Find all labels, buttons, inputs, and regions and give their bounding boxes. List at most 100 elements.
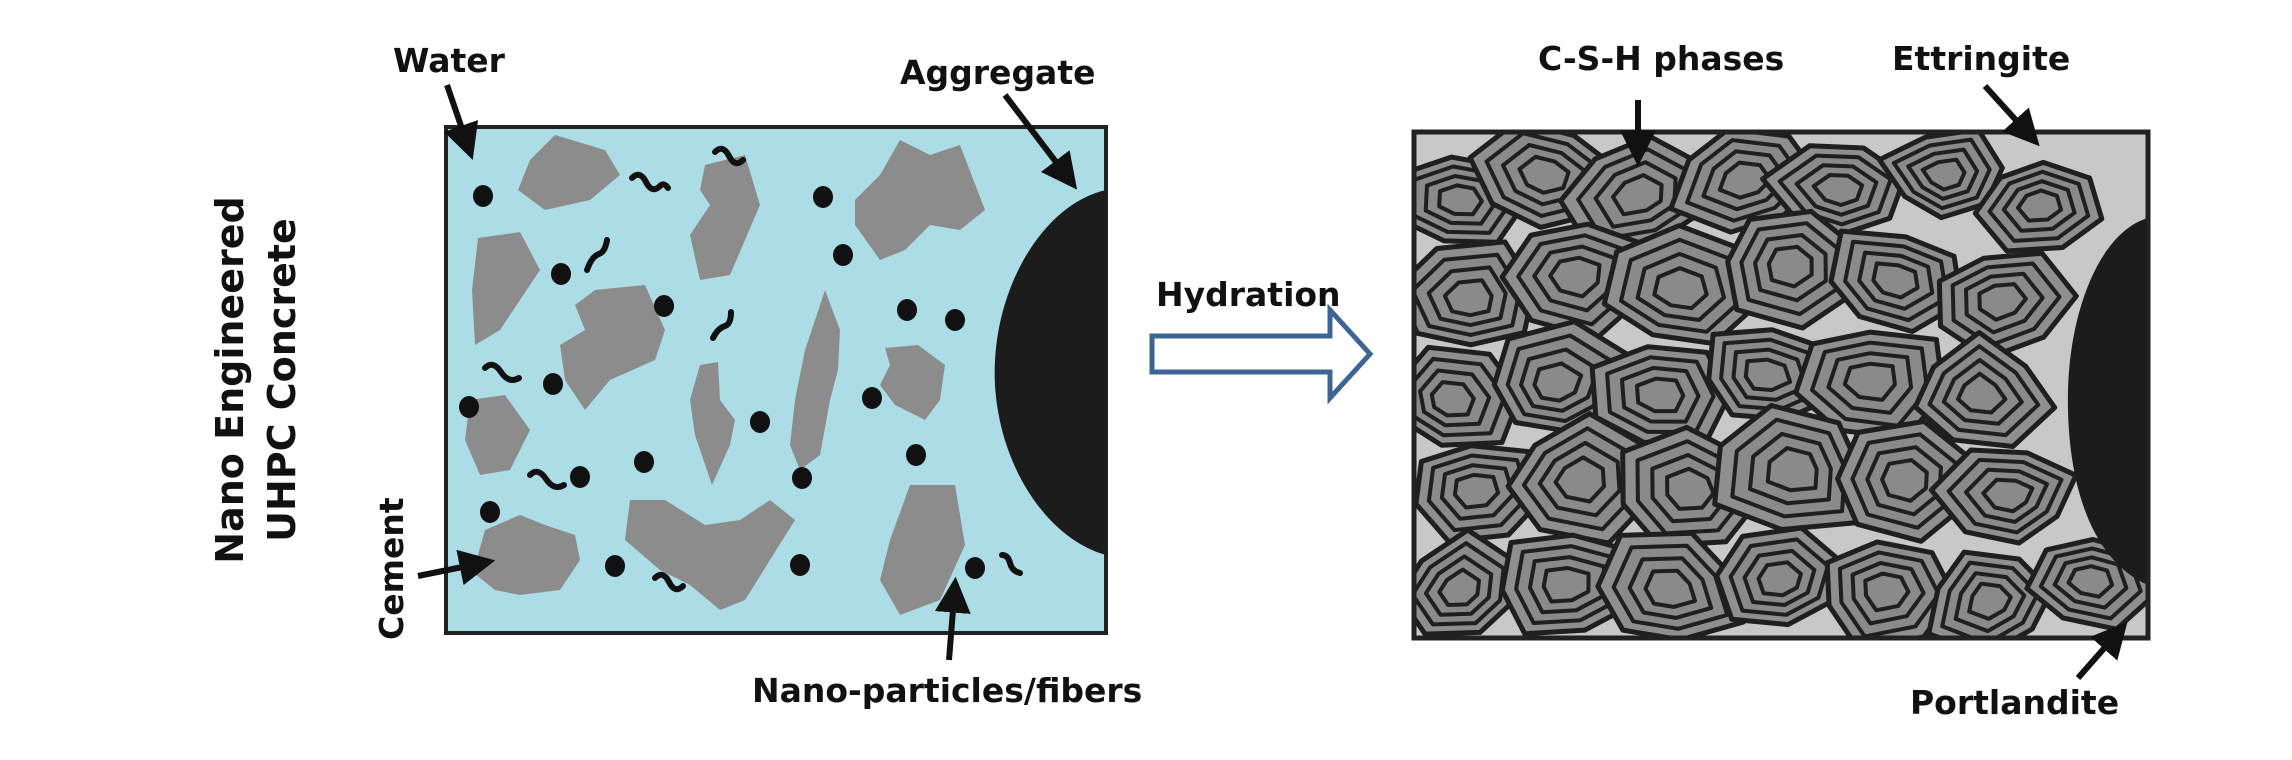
csh-grain-layer: [2016, 188, 2063, 223]
nano-fibers: [482, 145, 1023, 593]
csh-grain-layer: [1765, 446, 1819, 493]
cement-particle: [470, 515, 580, 595]
csh-grain-layer: [1643, 568, 1697, 609]
csh-grain-layer: [1665, 466, 1716, 511]
hydration-label: Hydration: [1156, 275, 1341, 314]
csh-label: C-S-H phases: [1538, 39, 1784, 78]
csh-grain-layer: [1756, 560, 1803, 598]
csh-grain-layer: [1880, 458, 1929, 503]
csh-grain: [1824, 539, 1957, 638]
portlandite-aggregate-shape: [2067, 218, 2148, 585]
csh-grain-layer: [1743, 357, 1793, 392]
csh-grain: [1972, 159, 2105, 254]
csh-grain-layer: [2066, 564, 2115, 599]
csh-grain-layer: [1635, 376, 1686, 414]
csh-grain: [1589, 344, 1732, 445]
csh-grain: [1505, 411, 1653, 546]
csh-grain-layer: [1541, 566, 1591, 604]
csh-grain: [1414, 527, 1519, 637]
csh-grain-layer: [1956, 371, 2008, 415]
nano-fiber: [652, 571, 686, 593]
nano-fiber: [710, 309, 734, 341]
nano-fiber: [999, 552, 1023, 576]
csh-grain: [1936, 250, 2079, 361]
cement-pointer-arrow-icon: [417, 549, 496, 586]
cement-particle: [790, 290, 840, 470]
cement-particle: [472, 232, 540, 345]
ettringite-label: Ettringite: [1892, 39, 2070, 78]
aggregate-label: Aggregate: [900, 53, 1096, 92]
csh-grain-layer: [1652, 266, 1709, 311]
csh-grain: [1926, 549, 2054, 638]
csh-grain: [1835, 418, 1972, 544]
csh-grain: [1793, 329, 1946, 442]
side-title: Nano Engineered UHPC Concrete: [208, 196, 304, 563]
cement-particle: [518, 135, 620, 210]
nano-particle: [570, 466, 590, 488]
cement-particle: [880, 345, 945, 420]
csh-grain-layer: [1611, 173, 1664, 217]
nano-particle: [654, 295, 674, 317]
csh-grain-layer: [1548, 255, 1602, 299]
nano-particle: [473, 185, 493, 207]
csh-grain-layer: [1977, 282, 2028, 322]
csh-grain: [1668, 132, 1823, 235]
cement-particle: [690, 362, 735, 485]
csh-grains: [1414, 132, 2148, 638]
cement-label: Cement: [372, 497, 411, 640]
water-label: Water: [393, 41, 506, 80]
nano-particle: [750, 411, 770, 433]
nano-particle: [945, 309, 965, 331]
nano-particles-label: Nano-particles/fibers: [752, 671, 1142, 710]
nano-fiber: [482, 361, 522, 383]
nano-particles: [459, 185, 985, 579]
csh-grain-layer: [1437, 183, 1484, 217]
cement-particle: [690, 155, 760, 280]
csh-grain-layer: [1981, 477, 2035, 514]
nano-particle: [792, 467, 812, 489]
csh-grain-layer: [1452, 472, 1501, 510]
nano-particle: [543, 373, 563, 395]
csh-grain-layer: [1442, 278, 1494, 318]
csh-grain: [1928, 447, 2079, 546]
nano-pointer-arrow-icon: [934, 576, 971, 661]
nano-particle: [790, 554, 810, 576]
water-pointer-arrow-icon: [444, 84, 479, 160]
ettringite-pointer-arrow-icon: [1982, 83, 2040, 147]
csh-grain: [1414, 239, 1537, 348]
nano-particle: [906, 444, 926, 466]
csh-grain: [1828, 228, 1964, 334]
csh-grain: [1601, 223, 1761, 347]
nano-particle: [897, 299, 917, 321]
nano-particle: [813, 186, 833, 208]
csh-grain-layer: [1967, 581, 2013, 621]
csh-grain-layer: [1863, 571, 1911, 613]
portlandite-label: Portlandite: [1910, 683, 2119, 722]
csh-grain-layer: [1437, 567, 1481, 607]
csh-grain: [1712, 403, 1862, 532]
nano-particle: [459, 396, 479, 418]
csh-grain: [1595, 530, 1746, 638]
fresh-mix-panel: Water Aggregate Nano-particles/fibers Ce…: [372, 41, 1142, 710]
csh-grain: [1414, 344, 1523, 448]
nano-particle: [833, 244, 853, 266]
nano-particle: [634, 451, 654, 473]
csh-grain-layer: [1811, 173, 1865, 207]
csh-grain: [1499, 532, 1637, 637]
cement-particle: [855, 140, 985, 260]
nano-particle: [605, 555, 625, 577]
hydrated-panel: C-S-H phases Ettringite Portlandite: [1411, 39, 2151, 722]
csh-grain: [1876, 132, 2005, 221]
csh-grain-layer: [1766, 244, 1814, 289]
side-title-line2: UHPC Concrete: [260, 218, 304, 542]
side-title-line1: Nano Engineered: [208, 196, 252, 563]
aggregate-pointer-arrow-icon: [1002, 93, 1078, 190]
csh-grain: [1714, 525, 1844, 628]
csh-grain-layer: [1517, 154, 1571, 195]
csh-grain-layer: [1532, 361, 1584, 403]
csh-grain: [1558, 133, 1707, 255]
csh-grain-layer: [1871, 261, 1920, 300]
csh-grain-layer: [1920, 157, 1967, 192]
nano-fiber: [527, 468, 567, 490]
